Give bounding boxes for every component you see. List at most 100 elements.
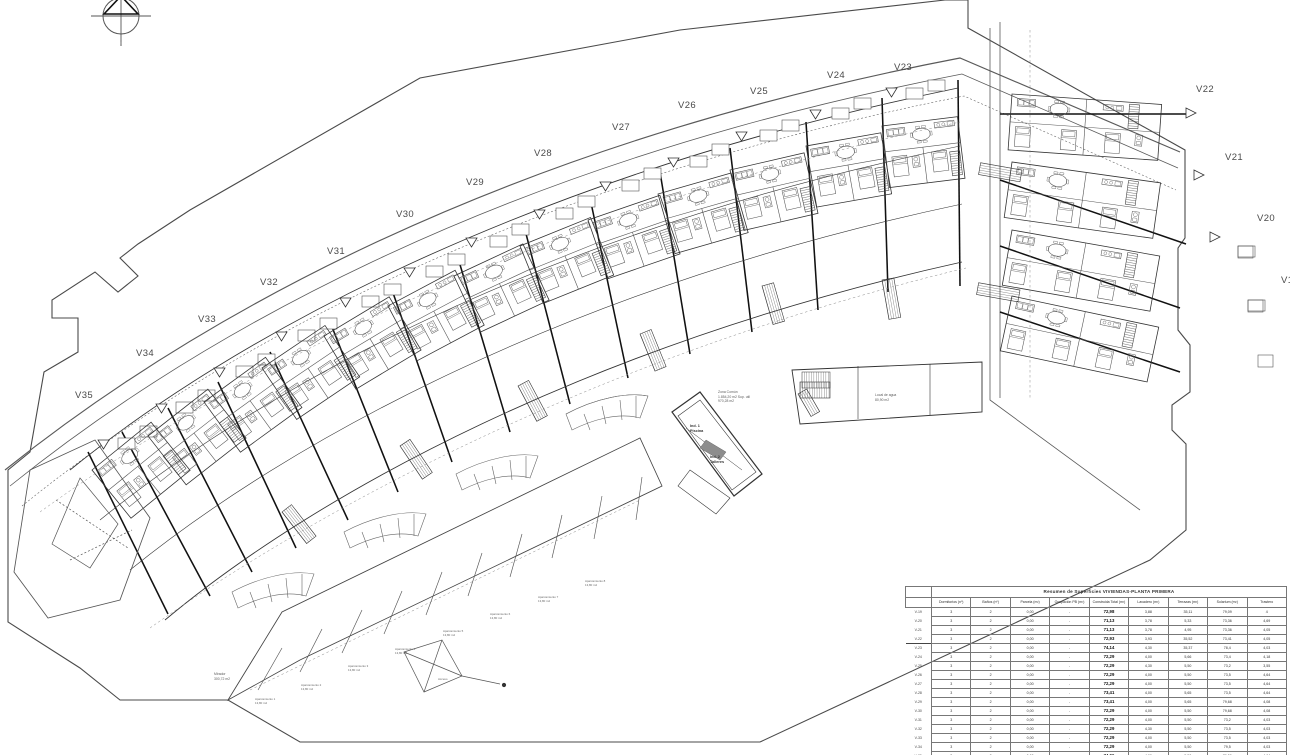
parking-stall-label: Acceso [438,677,448,681]
setback-lines [39,30,1031,691]
plot-label-v20: V20 [1257,213,1276,224]
table-cell: 74,14 [1088,643,1130,653]
table-cell: - [1049,733,1090,743]
row-label: V-31 [905,715,932,725]
table-cell: - [1049,652,1090,662]
parking-stall-label: Aparcamiento 1 13,80 m2 [255,697,276,705]
table-cell: 35,11 [1167,607,1209,617]
table-cell: 0,00 [1009,715,1051,725]
table-cell: 2 [970,697,1011,707]
table-cell: 3 [930,616,972,626]
plan-annotation: Ind. 1 Piscina [690,424,704,434]
table-cell: 2 [970,607,1011,617]
table-cell: 0,00 [1009,607,1051,617]
column-header: Lavadero (m²) [1128,597,1169,608]
table-cell: 3,93 [1128,634,1169,644]
rear-street [989,22,1141,511]
plot-label-v27: V27 [612,122,631,133]
right-block-divisions [999,113,1192,373]
table-cell: 79,50 [1207,751,1248,755]
plot-division-lines [87,79,961,615]
parcel-markers [1237,245,1274,368]
parking-stall-label: Aparcamiento 4 13,80 m2 [395,647,416,655]
row-label: V-22 [905,634,932,644]
table-cell: 5,50 [1167,706,1209,716]
parking-stall-label: Aparcamiento 2 13,80 m2 [301,683,322,691]
table-cell: 3 [930,733,972,743]
table-cell: 2 [970,742,1011,752]
table-cell: 3 [930,724,972,734]
table-cell: - [1049,625,1090,635]
table-cell: 4,64 [1246,670,1287,680]
row-label: V-29 [905,697,932,707]
table-cell: 4,08 [1246,706,1287,716]
surface-summary-table: Resumen de Superficies VIVIENDAS-PLANTA … [905,586,1287,755]
table-cell: 2 [970,661,1011,671]
table-cell: 79,68 [1207,706,1248,716]
table-cell: 78,4 [1207,643,1248,653]
table-cell: - [1049,697,1090,707]
table-cell: 4 [1246,607,1287,617]
table-cell: 3 [930,751,972,755]
table-cell: 4,00 [1128,670,1169,680]
table-cell: 4,00 [1128,715,1169,725]
table-cell: 79,5 [1207,742,1248,752]
table-cell: 2 [970,706,1011,716]
row-label: V-25 [905,661,932,671]
table-cell: 3 [930,643,972,653]
table-cell: 73,4 [1207,652,1248,662]
table-cell: 72,29 [1088,670,1130,680]
table-cell: 4,18 [1246,652,1287,662]
table-cell: 4,03 [1246,742,1287,752]
row-label: V-30 [905,706,932,716]
plot-label-v32: V32 [260,277,279,288]
table-cell: 72,29 [1088,679,1130,689]
row-label: V-28 [905,688,932,698]
table-cell: 3 [930,679,972,689]
plot-label-v25: V25 [750,86,769,97]
entrance-markers [97,87,1221,450]
plot-label-v19: V19 [1281,275,1290,286]
plot-label-v33: V33 [198,314,217,325]
table-cell: 4,69 [1246,616,1287,626]
table-cell: - [1049,670,1090,680]
plot-label-v29: V29 [466,177,485,188]
table-cell: 35,52 [1167,634,1209,644]
column-header: Dormitorios (nº) [930,597,972,608]
plot-label-v22: V22 [1196,84,1215,95]
table-cell: 3 [930,607,972,617]
table-title: Resumen de Superficies VIVIENDAS-PLANTA … [931,586,1287,598]
table-cell: 4,00 [1128,697,1169,707]
table-cell: 71,13 [1088,616,1130,626]
table-cell: 0,00 [1009,616,1051,626]
table-cell: 5,50 [1167,742,1209,752]
table-cell: 4,05 [1246,634,1287,644]
table-cell: 4,30 [1128,724,1169,734]
table-cell: 5,33 [1167,616,1209,626]
north-compass [88,0,154,52]
parking-stall-label: Aparcamiento 3 13,80 m2 [348,664,369,672]
column-header: Baños (nº) [970,597,1011,608]
plot-label-v23: V23 [894,62,913,73]
plot-label-v34: V34 [136,348,155,359]
table-cell: 3,78 [1128,616,1169,626]
row-label: V-35 [905,751,932,755]
table-cell: 3,88 [1128,607,1169,617]
table-header-row: Dormitorios (nº)Baños (nº)Parcela (m²)Oc… [905,597,1287,608]
row-label: V-32 [905,724,932,734]
table-cell: 73,2 [1207,715,1248,725]
table-cell: 0,00 [1009,661,1051,671]
table-cell: 2 [970,643,1011,653]
common-zone [671,391,763,515]
plan-annotation: Ind. 2 Talleres [710,455,725,465]
